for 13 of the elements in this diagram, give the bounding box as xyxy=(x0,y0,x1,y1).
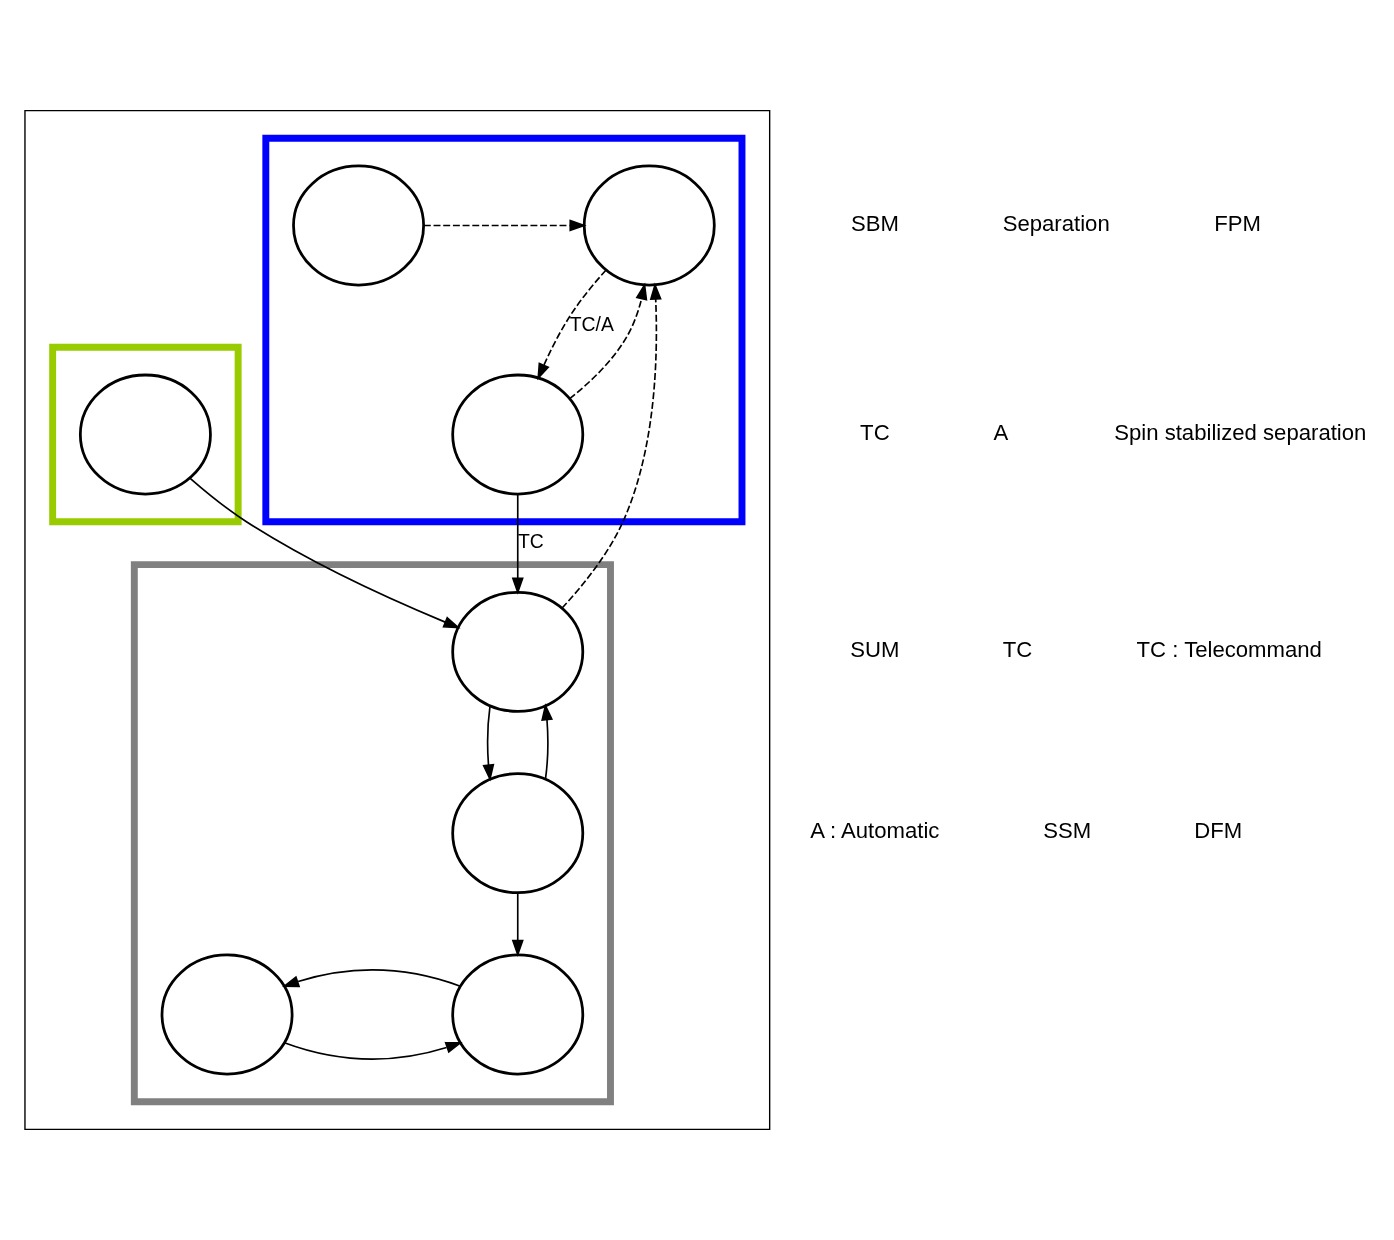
label: DFM xyxy=(1194,818,1243,844)
label: A : Automatic xyxy=(810,818,940,844)
label: TC xyxy=(1002,637,1033,663)
label: SUM xyxy=(850,637,900,663)
label: Spin stabilized separation xyxy=(1114,419,1367,445)
label: TC xyxy=(860,419,890,445)
label: Separation xyxy=(1002,210,1110,236)
label: FPM xyxy=(1214,210,1261,236)
label: TC : Telecommand xyxy=(1136,637,1322,663)
label: SBM xyxy=(850,210,899,236)
edge-label: TC/A xyxy=(569,312,614,335)
label: A xyxy=(993,419,1009,445)
label: SSM xyxy=(1043,818,1092,844)
